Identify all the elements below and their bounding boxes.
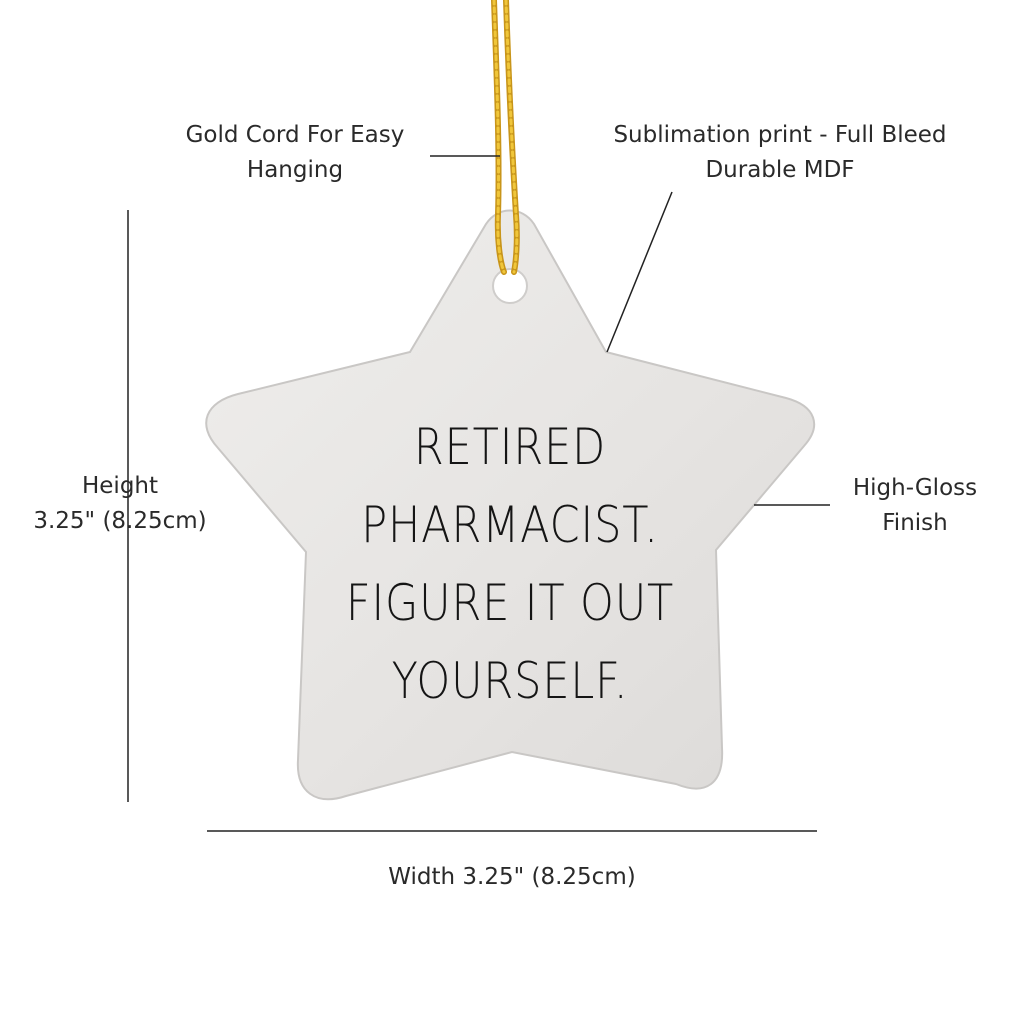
ornament-message: RETIRED PHARMACIST. FIGURE IT OUT YOURSE…	[295, 408, 725, 720]
annotation-line: 3.25" (8.25cm)	[33, 508, 207, 534]
print-leader-line	[606, 191, 673, 353]
message-line: YOURSELF.	[391, 652, 629, 710]
height-annotation: Height 3.25" (8.25cm)	[20, 469, 220, 539]
width-annotation: Width 3.25" (8.25cm)	[312, 860, 712, 895]
annotation-line: Durable MDF	[705, 157, 855, 183]
hanging-hole	[492, 268, 528, 304]
annotation-line: Sublimation print - Full Bleed	[613, 122, 947, 148]
annotation-line: High-Gloss	[852, 475, 978, 501]
message-line: FIGURE IT OUT	[345, 574, 675, 632]
annotation-line: Height	[81, 473, 159, 499]
star-ornament	[205, 209, 815, 801]
cord-annotation: Gold Cord For Easy Hanging	[140, 118, 450, 188]
message-line: PHARMACIST.	[361, 496, 659, 554]
annotation-line: Width 3.25" (8.25cm)	[388, 864, 636, 890]
annotation-line: Hanging	[246, 157, 344, 183]
gloss-annotation: High-Gloss Finish	[815, 471, 1015, 541]
message-line: RETIRED	[413, 418, 607, 476]
annotation-line: Finish	[882, 510, 948, 536]
gold-cord	[491, 0, 520, 275]
annotation-line: Gold Cord For Easy	[185, 122, 405, 148]
print-annotation: Sublimation print - Full Bleed Durable M…	[580, 118, 980, 188]
